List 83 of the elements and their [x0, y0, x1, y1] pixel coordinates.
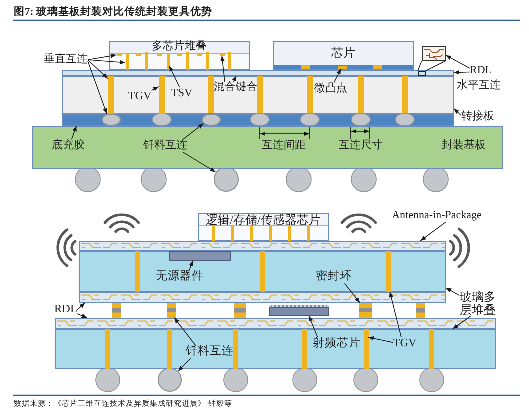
leader-arrow: [182, 152, 216, 173]
callout-label: 转接板: [462, 110, 494, 124]
substrate-label: 封装基板: [442, 140, 486, 152]
leader-arrow: [454, 70, 470, 75]
chip-label: 芯片: [332, 46, 356, 60]
leader-arrow: [446, 55, 470, 69]
via: [108, 76, 114, 114]
chip-label: 多芯片堆叠: [152, 40, 207, 54]
callout-label: 混合键合: [214, 82, 258, 94]
leader-arrow: [77, 314, 88, 318]
callout-label: 底充胶: [52, 140, 85, 152]
rdl-layer: [79, 292, 446, 303]
callout-label: RDL: [54, 303, 78, 317]
solder-ball: [158, 368, 182, 392]
rdl-layer: [62, 70, 454, 76]
leader-arrow: [344, 283, 361, 304]
leader-arrow: [178, 358, 192, 372]
callout-label: Antenna-in-Package: [392, 210, 482, 222]
dimension-label: 互连尺寸: [339, 140, 383, 152]
leader-arrow: [368, 336, 394, 344]
via: [126, 52, 128, 70]
rf-chip: [269, 305, 329, 316]
leader-arrow: [308, 316, 318, 338]
leader-arrow: [232, 76, 237, 82]
interposer: [62, 76, 454, 114]
leader-arrow: [420, 222, 446, 242]
leader-arrow: [446, 288, 460, 296]
via: [159, 76, 165, 114]
leader-arrow: [454, 108, 462, 116]
callout-label: 玻璃多层堆叠: [460, 290, 496, 316]
callout-label: 钎料互连: [144, 140, 188, 152]
glass-core: [55, 329, 496, 369]
leader-arrow: [182, 123, 204, 140]
bond-pad: [116, 54, 122, 56]
callout-label: TGV: [128, 90, 152, 104]
leader-arrow: [151, 86, 160, 92]
chip-box: [273, 40, 414, 70]
zoom-frame: [418, 71, 426, 76]
magnified-inset: [422, 46, 446, 61]
package-substrate: [32, 126, 503, 169]
leader-arrow: [334, 68, 342, 84]
leader-arrow: [174, 318, 196, 346]
leader-arrow: [71, 126, 78, 140]
via: [364, 329, 368, 369]
dimension-label: 互连间距: [262, 140, 306, 152]
figure-title: 图7: 玻璃基板封装对比传统封装更具优势: [14, 8, 212, 18]
leader-arrow: [220, 56, 226, 82]
via: [166, 52, 170, 70]
leader-arrow: [77, 302, 86, 310]
leader-arrow: [189, 260, 194, 271]
rdl-layer: [79, 241, 446, 251]
chip-stack-box: [109, 40, 250, 70]
solder-bump: [102, 114, 120, 126]
leader-arrow: [88, 54, 117, 60]
callout-label: 水平互连: [457, 80, 501, 92]
solder-bump: [202, 114, 220, 126]
callout-label: 密封环: [316, 270, 352, 284]
microbump: [338, 66, 346, 69]
callout-label: 垂直互连: [44, 54, 88, 66]
callout-label: 射频芯片: [313, 337, 361, 351]
bond-pad: [220, 54, 224, 56]
leader-arrow: [389, 292, 402, 338]
solder-ball: [214, 167, 238, 192]
magnifier-line: [426, 60, 446, 72]
passive-component: [169, 251, 231, 261]
callout-label: 钎料互连: [186, 345, 234, 359]
callout-label: 无源器件: [156, 270, 204, 284]
callout-label: RDL: [470, 64, 492, 78]
leader-arrow: [169, 66, 180, 88]
leader-arrow: [88, 60, 126, 65]
callout-label: 微凸点: [314, 82, 348, 96]
solder-joint: [166, 303, 176, 318]
callout-label: TGV: [393, 337, 417, 351]
leader-arrow: [88, 60, 108, 114]
leader-arrow: [452, 316, 472, 330]
magnifier-line: [418, 60, 422, 72]
via: [386, 251, 390, 292]
glass-core: [79, 251, 446, 292]
callout-label: TSV: [171, 87, 193, 101]
leader-arrow: [88, 60, 108, 80]
rdl-layer: [55, 318, 496, 329]
chip-box: 逻辑/存储/传感器芯片: [198, 213, 329, 241]
solder-joint: [358, 303, 372, 318]
